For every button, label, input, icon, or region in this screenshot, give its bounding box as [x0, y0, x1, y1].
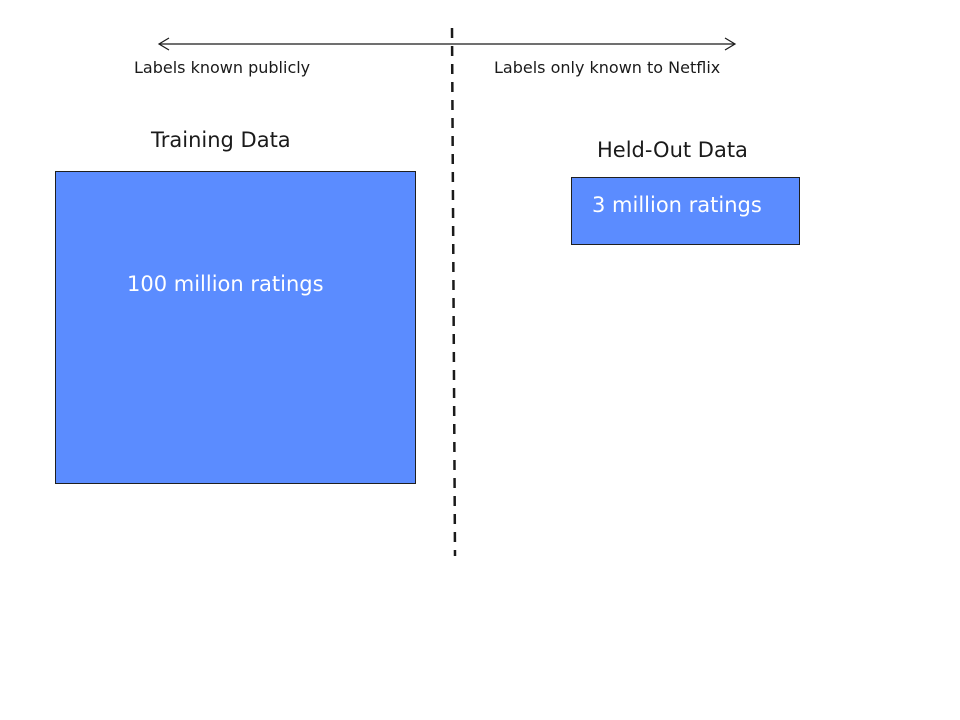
training-data-title: Training Data: [151, 128, 291, 152]
label-known-to-netflix: Labels only known to Netflix: [494, 58, 721, 77]
split-arrow: [157, 37, 737, 51]
arrow-head-left: [157, 37, 170, 51]
divider-line: [450, 27, 457, 557]
training-data-count: 100 million ratings: [127, 272, 324, 296]
held-out-data-box: [571, 177, 800, 245]
training-data-box: [55, 171, 416, 484]
label-known-publicly: Labels known publicly: [134, 58, 311, 77]
arrow-head-right: [724, 37, 737, 51]
held-out-data-count: 3 million ratings: [592, 193, 762, 217]
held-out-data-title: Held-Out Data: [597, 138, 748, 162]
